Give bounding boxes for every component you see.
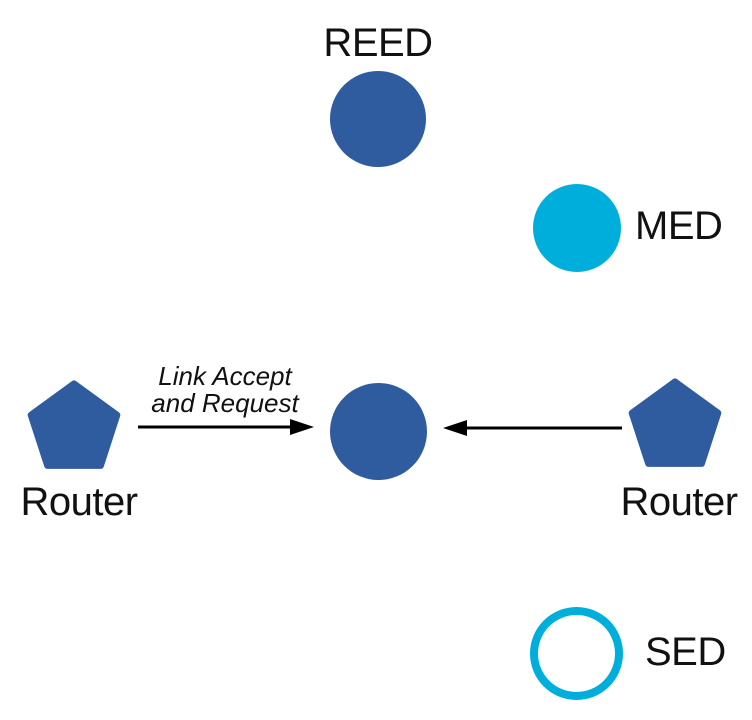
med-node-circle [533, 184, 621, 272]
center-node-circle [330, 383, 427, 480]
edge-label-line1: Link Accept [158, 361, 292, 391]
router-left-pentagon [27, 380, 121, 469]
sed-node-ring [530, 607, 623, 700]
edge-label-line2: and Request [151, 388, 299, 418]
arrow-router-right-to-center [443, 420, 622, 436]
router-right-label: Router [620, 480, 738, 524]
router-right-pentagon [628, 378, 722, 467]
reed-label: REED [323, 21, 433, 65]
router-left-label: Router [20, 480, 138, 524]
sed-label: SED [645, 630, 726, 674]
router-left-pentagon-shape [27, 380, 121, 469]
med-label: MED [635, 204, 723, 248]
router-right-pentagon-shape [628, 378, 722, 467]
reed-node-circle [330, 71, 426, 167]
arrow-router-left-to-center [138, 419, 314, 435]
link-accept-request-label: Link Accept and Request [151, 363, 298, 417]
